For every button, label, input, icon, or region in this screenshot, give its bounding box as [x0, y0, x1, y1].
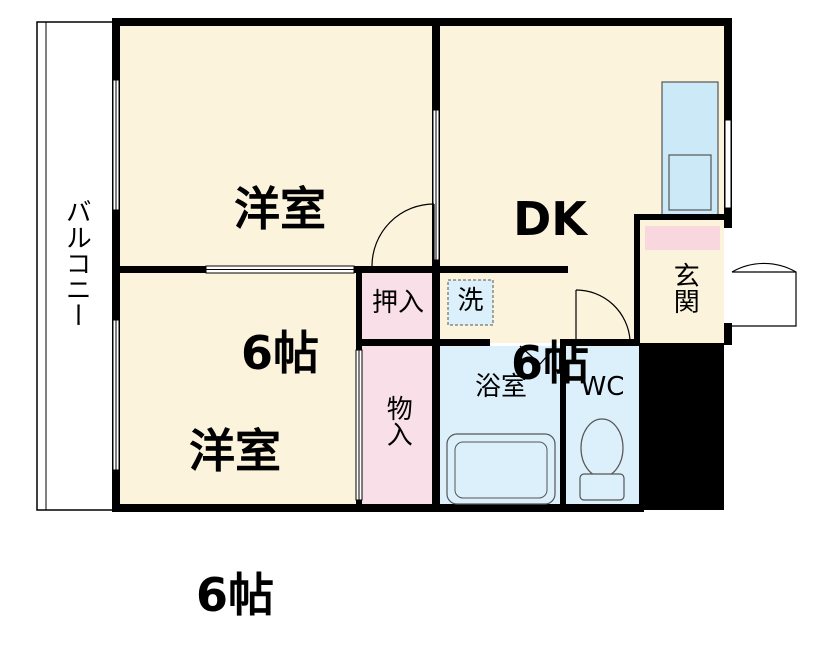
laundry-label: 洗: [457, 286, 484, 316]
dk-label: DK 6帖: [460, 98, 640, 436]
balcony-area: [36, 21, 116, 511]
western-room-bottom-size: 6帖: [195, 568, 274, 623]
bath-label: 浴室: [474, 372, 527, 402]
floor-plan: [36, 18, 797, 512]
entrance-label: 玄関: [669, 262, 700, 314]
western-room-bottom-label: 洋室 6帖: [135, 330, 335, 668]
western-room-bottom: [120, 270, 356, 508]
closet-room: [360, 273, 436, 343]
western-room-bottom-name: 洋室: [189, 423, 281, 478]
storage-room: [360, 343, 436, 508]
storage-label: 物入: [382, 395, 413, 447]
entrance-step: [645, 226, 720, 250]
western-room-top-name: 洋室: [234, 181, 326, 236]
kitchen-counter: [661, 81, 719, 216]
dk-size: 6帖: [510, 336, 589, 391]
wc-label: WC: [580, 372, 625, 402]
western-room-top-size: 6帖: [240, 326, 319, 381]
western-room-top-label: 洋室 6帖: [180, 88, 380, 426]
balcony-label: バルコニー: [61, 198, 92, 328]
bathtub: [446, 433, 556, 505]
laundry-space: [447, 279, 494, 326]
service-block: [639, 343, 724, 510]
dk-name: DK: [513, 191, 587, 246]
closet-label: 押入: [371, 288, 424, 318]
